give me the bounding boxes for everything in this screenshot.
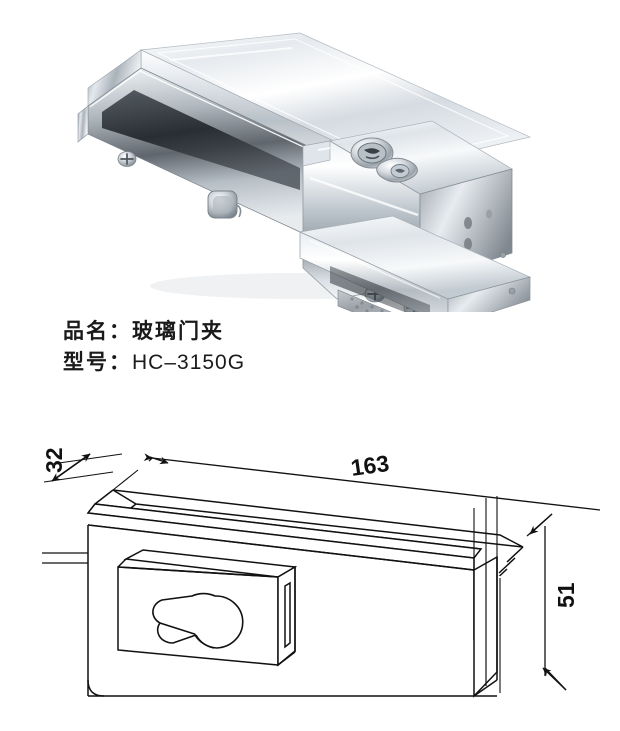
- specular-highlights: [169, 47, 441, 299]
- caption-label-name: 品名：: [63, 319, 132, 343]
- key-cylinder[interactable]: [350, 137, 394, 169]
- dim-label-163: 163: [349, 450, 391, 481]
- cylinder-escutcheon: [376, 157, 418, 183]
- caption-value-name: 玻璃门夹: [132, 319, 224, 343]
- product-caption: 品名：玻璃门夹 型号：HC–3150G: [63, 316, 483, 378]
- phillips-screw-left: [117, 151, 137, 167]
- caption-value-model: HC–3150G: [132, 351, 246, 374]
- caption-line-model: 型号：HC–3150G: [63, 347, 483, 378]
- product-photo: [0, 0, 620, 312]
- extension-lines: [473, 508, 501, 693]
- dim-label-51: 51: [553, 582, 579, 608]
- dim-51: [526, 513, 567, 691]
- keyhole-cutout: [152, 592, 244, 649]
- push-button[interactable]: [207, 190, 242, 219]
- dim-label-32: 32: [41, 447, 67, 473]
- dim-163: [112, 453, 601, 564]
- dim-32: [43, 453, 123, 483]
- technical-drawing: 163 32 51: [0, 418, 620, 731]
- caption-label-model: 型号：: [63, 350, 132, 374]
- lower-clamp-jaw: [298, 215, 532, 312]
- caption-line-name: 品名：玻璃门夹: [63, 316, 483, 347]
